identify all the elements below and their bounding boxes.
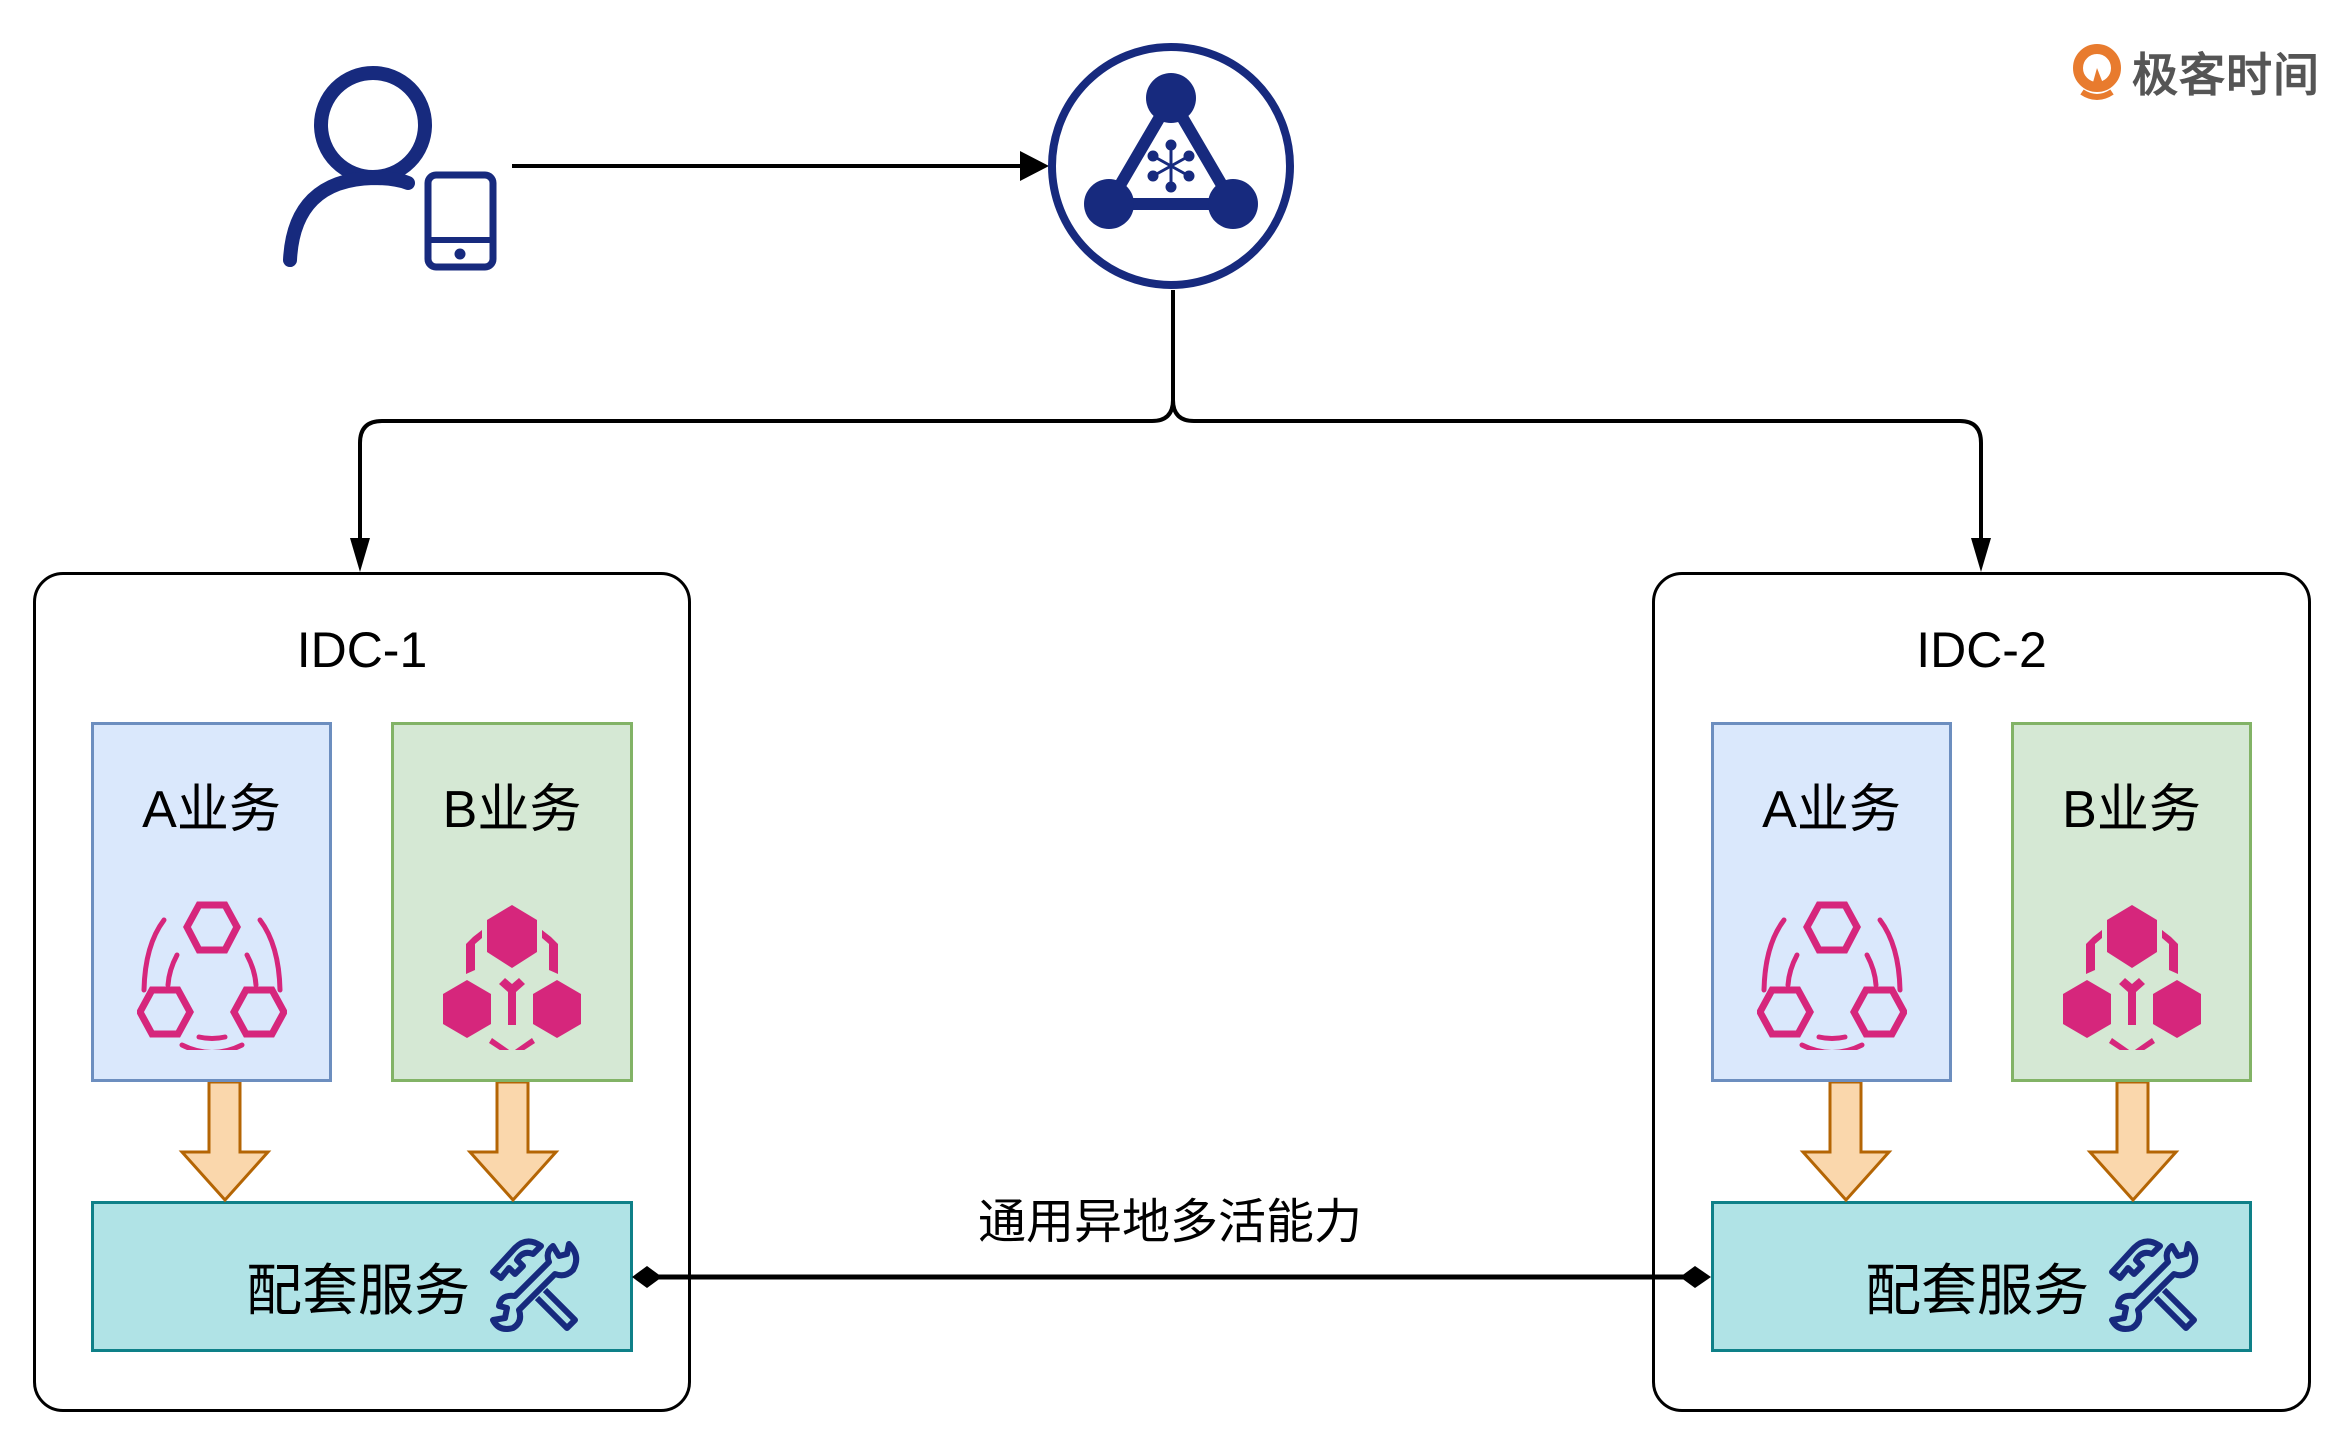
- service-b-box[interactable]: B业务: [2011, 722, 2252, 1082]
- geektime-logo-icon: [2073, 44, 2121, 100]
- support-label: 配套服务: [1865, 1259, 2089, 1322]
- tools-icon: [2109, 1238, 2199, 1332]
- service-cluster-filled-icon: [443, 905, 581, 1050]
- flow-arrow-b-to-support: [2086, 1082, 2180, 1202]
- arrow-to-idc-2: [1971, 538, 1991, 572]
- service-cluster-outline-icon: [136, 901, 287, 1050]
- idc-title: IDC-2: [1916, 622, 2047, 678]
- support-label: 配套服务: [246, 1259, 470, 1322]
- gateway-to-idc-connector: [358, 290, 1983, 540]
- service-a-box[interactable]: A业务: [91, 722, 332, 1082]
- link-label: 通用异地多活能力: [977, 1196, 1362, 1249]
- service-a-box[interactable]: A业务: [1711, 722, 1952, 1082]
- service-label: B业务: [442, 781, 582, 839]
- service-label: B业务: [2062, 781, 2201, 839]
- flow-arrow-a-to-support: [178, 1082, 272, 1202]
- user-to-gateway-arrow: [512, 151, 1049, 181]
- idc-title: IDC-1: [296, 622, 428, 678]
- load-balancer-icon[interactable]: [1045, 40, 1297, 292]
- logo-text: 极客时间: [2132, 49, 2320, 101]
- service-cluster-outline-icon: [1756, 901, 1907, 1050]
- geektime-logo: 极客时间: [2070, 42, 2320, 102]
- service-label: A业务: [142, 781, 281, 839]
- service-cluster-filled-icon: [2062, 905, 2201, 1050]
- user-with-tablet-icon[interactable]: [280, 55, 510, 275]
- service-label: A业务: [1762, 781, 1901, 839]
- support-services-box[interactable]: 配套服务: [91, 1201, 633, 1352]
- flow-arrow-b-to-support: [466, 1082, 560, 1202]
- tools-icon: [490, 1238, 580, 1332]
- support-services-box[interactable]: 配套服务: [1711, 1201, 2252, 1352]
- arrow-to-idc-1: [350, 538, 370, 572]
- flow-arrow-a-to-support: [1799, 1082, 1893, 1202]
- service-b-box[interactable]: B业务: [391, 722, 633, 1082]
